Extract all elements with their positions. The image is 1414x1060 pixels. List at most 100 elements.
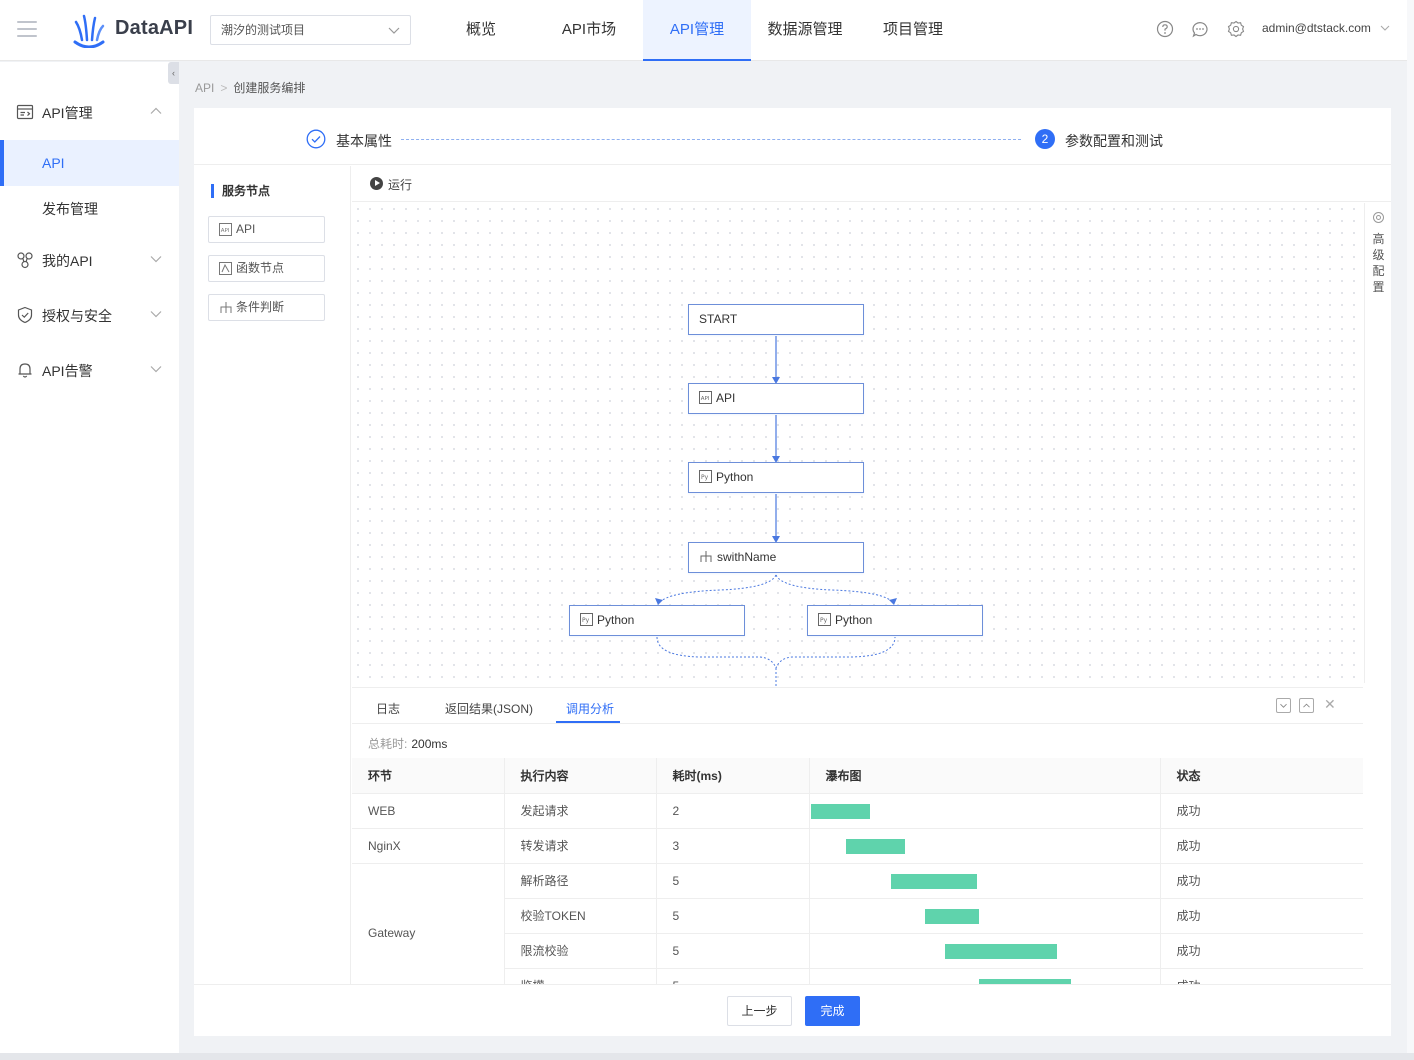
svg-text:API: API — [221, 228, 230, 234]
nav-api-manage[interactable]: API管理 — [643, 0, 751, 61]
column-header-stage: 环节 — [352, 758, 505, 794]
node-palette: 服务节点 API API 函数节点 条件判断 — [194, 166, 351, 1036]
prev-step-button[interactable]: 上一步 — [727, 996, 792, 1026]
steps-bar: 基本属性 2 参数配置和测试 — [194, 108, 1391, 165]
total-duration-value: 200ms — [411, 737, 448, 751]
nav-api-market[interactable]: API市场 — [561, 21, 617, 38]
my-api-icon — [17, 252, 33, 269]
table-row: 限流校验 5 成功 — [352, 933, 1363, 969]
cell-waterfall — [809, 863, 1161, 899]
dataapi-logo-icon — [73, 14, 105, 48]
cell-waterfall — [809, 828, 1161, 864]
message-icon[interactable] — [1191, 20, 1209, 38]
breadcrumb-separator-icon: > — [220, 81, 228, 95]
sidebar-group-label: API告警 — [42, 363, 93, 379]
sidebar-group-label: 我的API — [42, 253, 93, 269]
play-icon — [370, 177, 383, 190]
cell-waterfall — [809, 898, 1161, 934]
finish-button[interactable]: 完成 — [805, 996, 860, 1026]
cell-status: 成功 — [1160, 933, 1363, 969]
tab-call-analysis[interactable]: 调用分析 — [566, 702, 615, 716]
sidebar-item-api[interactable]: API — [0, 140, 179, 186]
waterfall-bar — [979, 978, 1072, 984]
menu-toggle-icon[interactable] — [17, 21, 37, 39]
cell-status: 成功 — [1160, 968, 1363, 984]
palette-title: 服务节点 — [211, 184, 270, 198]
waterfall-bar — [810, 803, 870, 819]
user-account[interactable]: admin@dtstack.com — [1262, 21, 1371, 35]
active-tab-indicator — [556, 721, 620, 723]
cell-stage: NginX — [352, 828, 505, 864]
window-edge — [0, 1053, 1414, 1060]
svg-text:Py: Py — [582, 617, 590, 624]
close-icon[interactable]: ✕ — [1324, 696, 1336, 712]
collapse-panel-icon[interactable] — [1276, 698, 1291, 713]
tab-log[interactable]: 日志 — [376, 702, 401, 716]
cell-time: 5 — [656, 933, 810, 969]
palette-item-condition[interactable]: 条件判断 — [208, 294, 325, 321]
flow-node-label: Python — [835, 613, 873, 627]
cell-waterfall — [809, 793, 1161, 829]
flow-node-label: Python — [716, 470, 754, 484]
window-edge — [1407, 0, 1414, 1060]
palette-item-function[interactable]: 函数节点 — [208, 255, 325, 282]
sidebar-item-publish[interactable]: 发布管理 — [42, 201, 98, 217]
bell-icon — [18, 363, 32, 378]
nav-datasource[interactable]: 数据源管理 — [767, 21, 843, 38]
settings-icon[interactable] — [1227, 20, 1245, 38]
step-number-badge: 2 — [1035, 129, 1055, 149]
flow-node-switch[interactable]: swithName — [688, 542, 864, 573]
table-row: NginX 转发请求 3 成功 — [352, 828, 1363, 864]
breadcrumb: API>创建服务编排 — [195, 79, 305, 96]
help-icon[interactable] — [1156, 20, 1174, 38]
cell-content: 限流校验 — [504, 933, 657, 969]
python-node-icon: Py — [699, 470, 712, 484]
flow-node-python-right[interactable]: Py Python — [807, 605, 983, 636]
flow-node-python[interactable]: Py Python — [688, 462, 864, 493]
chevron-up-icon — [150, 107, 162, 114]
cell-time: 5 — [656, 898, 810, 934]
sidebar-group-my-api[interactable]: 我的API — [0, 240, 179, 280]
gear-icon — [1373, 212, 1384, 223]
cell-time: 3 — [656, 828, 810, 864]
sidebar-collapse-button[interactable]: ‹ — [168, 62, 179, 84]
cell-status: 成功 — [1160, 898, 1363, 934]
breadcrumb-link-api[interactable]: API — [195, 81, 215, 95]
total-duration: 总耗时:200ms — [368, 735, 447, 752]
run-label: 运行 — [388, 178, 413, 192]
nav-project[interactable]: 项目管理 — [882, 21, 943, 38]
waterfall-bar — [945, 943, 1057, 959]
sidebar-group-api-manage[interactable]: API管理 — [0, 92, 179, 132]
run-button[interactable]: 运行 — [370, 176, 412, 193]
project-select-value: 潮汐的测试项目 — [221, 23, 306, 37]
flow-node-start[interactable]: START — [688, 304, 864, 335]
svg-text:Py: Py — [820, 617, 828, 624]
palette-item-api[interactable]: API API — [208, 216, 325, 243]
chevron-down-icon[interactable] — [1380, 24, 1390, 32]
waterfall-bar — [924, 908, 980, 924]
sidebar-group-auth-security[interactable]: 授权与安全 — [0, 295, 179, 335]
check-circle-icon — [306, 129, 326, 149]
palette-item-label: 函数节点 — [236, 261, 285, 275]
advanced-config-button[interactable]: 高级配置 — [1365, 211, 1392, 295]
project-select[interactable]: 潮汐的测试项目 — [210, 15, 411, 45]
column-header-status: 状态 — [1160, 758, 1363, 794]
step-params-label: 参数配置和测试 — [1065, 133, 1163, 149]
cell-stage: WEB — [352, 793, 505, 829]
total-duration-label: 总耗时: — [368, 737, 408, 751]
table-row: 校验TOKEN 5 成功 — [352, 898, 1363, 934]
sidebar-group-label: API管理 — [42, 105, 93, 121]
table-row: WEB 发起请求 2 成功 — [352, 793, 1363, 829]
tab-json-result[interactable]: 返回结果(JSON) — [445, 702, 533, 716]
advanced-config-panel: 高级配置 — [1364, 203, 1391, 683]
advanced-config-label: 高级配置 — [1372, 232, 1385, 294]
api-manage-icon — [16, 104, 34, 120]
nav-overview[interactable]: 概览 — [465, 21, 496, 38]
sidebar-group-api-alert[interactable]: API告警 — [0, 350, 179, 390]
expand-panel-icon[interactable] — [1299, 698, 1314, 713]
function-node-icon — [219, 262, 232, 275]
palette-item-label: 条件判断 — [236, 300, 285, 314]
